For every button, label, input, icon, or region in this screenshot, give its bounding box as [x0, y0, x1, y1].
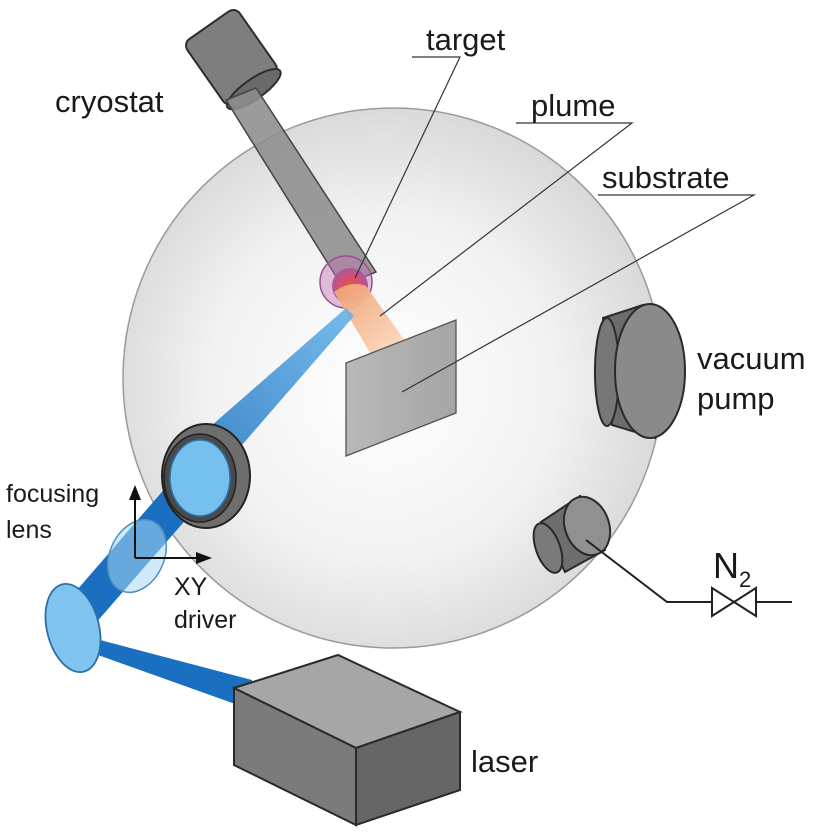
target-label: target: [426, 22, 506, 57]
gas-subscript: 2: [739, 567, 751, 592]
gas-symbol: N: [713, 545, 739, 586]
vacuum-pump: [594, 303, 686, 440]
plume-label: plume: [531, 88, 615, 123]
vacuum-pump-label-line2: pump: [697, 381, 775, 416]
leader-lines: [354, 56, 757, 393]
substrate-label: substrate: [602, 160, 730, 195]
focusing-lens: [106, 518, 168, 594]
laser-box: [231, 653, 463, 827]
entrance-window: [161, 423, 251, 529]
xy-axes-icon: [129, 485, 212, 564]
focusing-lens-label-line2: lens: [6, 516, 52, 544]
plume: [334, 284, 408, 356]
vacuum-pump-label-line1: vacuum: [697, 341, 806, 376]
gas-inlet-port: [532, 494, 612, 574]
beam-laser-to-mirror: [85, 636, 252, 710]
laser-label: laser: [471, 744, 538, 779]
valve-icon: [711, 586, 757, 618]
cryostat-label: cryostat: [55, 84, 164, 119]
mirror: [44, 582, 102, 674]
xy-driver-label-line2: driver: [174, 606, 237, 634]
cryostat: [184, 9, 378, 287]
focusing-lens-label-line1: focusing: [6, 480, 99, 508]
xy-driver-label-line1: XY: [174, 573, 208, 601]
gas-line: [585, 539, 792, 618]
substrate-plate: [345, 319, 457, 457]
gas-label: N2: [713, 545, 751, 592]
